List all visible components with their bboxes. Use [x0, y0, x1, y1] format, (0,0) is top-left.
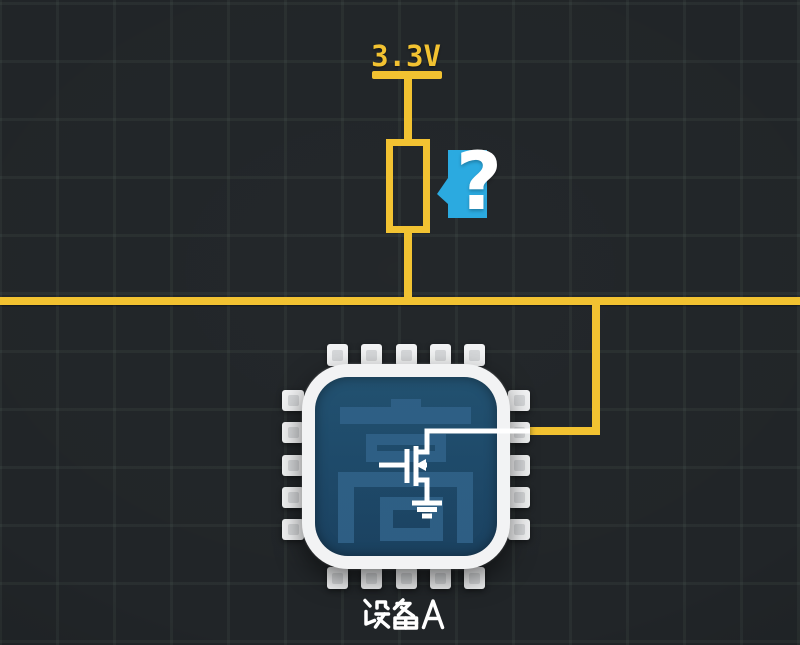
question-mark: ?	[455, 135, 503, 228]
chip-label-glyphs	[363, 598, 445, 630]
chip-pin	[395, 344, 417, 366]
chip-label: 设备A	[360, 596, 448, 630]
chip-pin	[282, 519, 304, 540]
chip-pin-pad	[513, 395, 525, 406]
chip-pin	[464, 344, 485, 366]
chip-pin	[429, 567, 451, 589]
chip-pin	[282, 422, 304, 444]
chip-pin-pad	[287, 524, 299, 535]
chip-pin-pad	[513, 459, 525, 471]
branch-wire-vertical	[592, 304, 600, 435]
chip-pin	[508, 390, 530, 411]
bus-wire	[0, 297, 800, 305]
chip-pin-pad	[366, 349, 378, 361]
chip-pin	[508, 454, 530, 476]
chip-pin	[361, 567, 383, 589]
chip-pin	[327, 344, 348, 366]
chip-pin	[464, 567, 485, 589]
chip-pin-pad	[400, 349, 412, 361]
chip-pins-right	[508, 390, 530, 540]
resistor-to-bus-wire	[404, 232, 412, 298]
chip-pin	[282, 390, 304, 411]
chip-pin-pad	[400, 572, 412, 584]
chip-pin	[327, 567, 348, 589]
chip-pin-pad	[513, 524, 525, 535]
chip-pin	[508, 486, 530, 508]
nmos-transistor-icon	[379, 428, 530, 519]
chip-pin-pad	[366, 572, 378, 584]
chip-pin	[361, 344, 383, 366]
chip-pin-pad	[332, 349, 343, 361]
chip-pins-left	[282, 390, 304, 540]
chip-pin	[429, 344, 451, 366]
chip-pin	[395, 567, 417, 589]
chip-pin-pad	[469, 572, 480, 584]
chip-pin-pad	[287, 459, 299, 471]
chip-label-text: 设备A	[448, 596, 449, 597]
chip-pins-bottom	[327, 567, 485, 589]
chip-pins-top	[327, 344, 485, 366]
chip-pin-pad	[513, 491, 525, 503]
speech-bubble-shape	[437, 150, 487, 218]
chip-pin-pad	[287, 427, 299, 439]
question-bubble-icon: ?	[437, 142, 507, 222]
chip-pin-pad	[332, 572, 343, 584]
branch-wire-horizontal	[530, 427, 600, 435]
chip-pin-pad	[287, 395, 299, 406]
chip-pin-pad	[469, 349, 480, 361]
chip-pin	[282, 454, 304, 476]
ground-icon	[412, 500, 442, 519]
pullup-resistor-icon	[386, 139, 430, 233]
chip-pin-pad	[434, 572, 446, 584]
chip-pin-pad	[434, 349, 446, 361]
chip-pin	[282, 486, 304, 508]
rail-to-resistor-wire	[404, 78, 412, 140]
chip-pin-pad	[287, 491, 299, 503]
body-arrow	[415, 459, 426, 471]
chip-pin	[508, 519, 530, 540]
power-rail-bar	[372, 71, 442, 79]
power-rail-voltage-label: 3.3V	[371, 39, 441, 73]
